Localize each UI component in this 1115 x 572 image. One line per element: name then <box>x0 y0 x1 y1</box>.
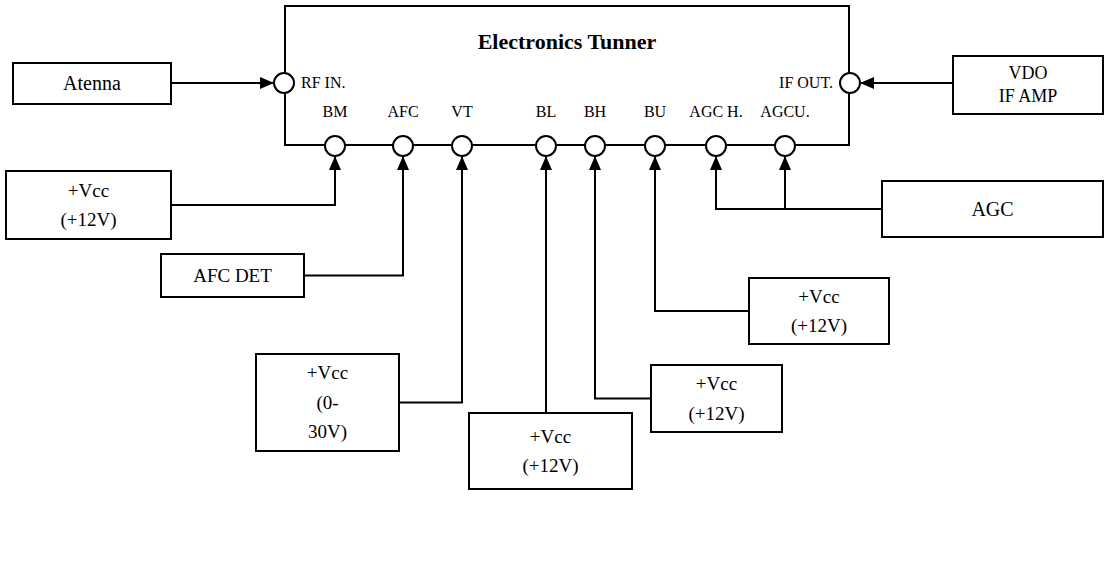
pin-circle <box>839 72 861 94</box>
box-label: +Vcc (+12V) <box>791 282 847 341</box>
pin-label: BM <box>323 102 348 121</box>
pin-terminal: BH <box>584 102 606 157</box>
pin-terminal: BU <box>644 102 666 157</box>
supply-box: +Vcc (+12V) <box>468 412 633 490</box>
box-label: +Vcc (+12V) <box>60 176 116 235</box>
connector-arrow <box>400 157 462 403</box>
box-label: Atenna <box>63 68 121 99</box>
pin-circle <box>451 135 473 157</box>
pin-terminal: AGC H. <box>689 102 742 157</box>
pin-terminal: BM <box>323 102 348 157</box>
supply-box: +Vcc (+12V) <box>5 170 172 240</box>
pin-circle <box>392 135 414 157</box>
pin-circle <box>774 135 796 157</box>
pin-circle <box>324 135 346 157</box>
pin-label: VT <box>451 102 472 121</box>
box-label: AFC DET <box>193 261 272 290</box>
pin-circle <box>644 135 666 157</box>
pin-label: IF OUT. <box>779 73 833 92</box>
box-label: VDO <box>1009 62 1048 85</box>
pin-circle <box>535 135 557 157</box>
connector-arrow <box>172 82 273 84</box>
connector-arrow <box>305 157 403 276</box>
connector-arrow <box>716 157 881 209</box>
connector-arrow <box>861 82 952 84</box>
tuner-block: Electronics Tunner RF IN. IF OUT. BM AFC VT BL… <box>284 5 850 146</box>
pin-circle <box>584 135 606 157</box>
box-label: AGC <box>971 194 1013 225</box>
pin-label: AGCU. <box>760 102 809 121</box>
pin-label: AGC H. <box>689 102 742 121</box>
connector-arrow <box>172 157 335 205</box>
pin-label: BL <box>536 102 556 121</box>
pin-label: BU <box>644 102 666 121</box>
pin-circle <box>705 135 727 157</box>
connector-arrow <box>545 157 547 412</box>
detector-box: AFC DET <box>160 253 305 298</box>
pin-terminal: AFC <box>387 102 418 157</box>
pin-terminal: BL <box>535 102 557 157</box>
box-label: +Vcc (0-30V) <box>307 358 348 446</box>
pin-terminal: VT <box>451 102 473 157</box>
pin-label: RF IN. <box>301 73 345 92</box>
block-title: Electronics Tunner <box>478 25 657 59</box>
connector-arrow <box>785 157 881 209</box>
pin-terminal: RF IN. <box>273 72 345 94</box>
box-label: +Vcc (+12V) <box>688 369 744 428</box>
box-label: IF AMP <box>999 85 1058 108</box>
antenna-box: Atenna <box>12 62 172 105</box>
supply-box: +Vcc (+12V) <box>748 277 890 346</box>
pin-label: AFC <box>387 102 418 121</box>
pin-label: BH <box>584 102 606 121</box>
box-label: +Vcc (+12V) <box>522 422 578 481</box>
pin-terminal: IF OUT. <box>779 72 861 94</box>
agc-box: AGC <box>881 180 1104 238</box>
amplifier-box: VDOIF AMP <box>952 55 1104 115</box>
supply-box: +Vcc (+12V) <box>650 364 783 433</box>
connector-arrow <box>655 157 748 311</box>
pin-circle <box>273 72 295 94</box>
supply-box: +Vcc (0-30V) <box>255 353 400 451</box>
connector-arrow <box>595 157 650 399</box>
pin-terminal: AGCU. <box>760 102 809 157</box>
